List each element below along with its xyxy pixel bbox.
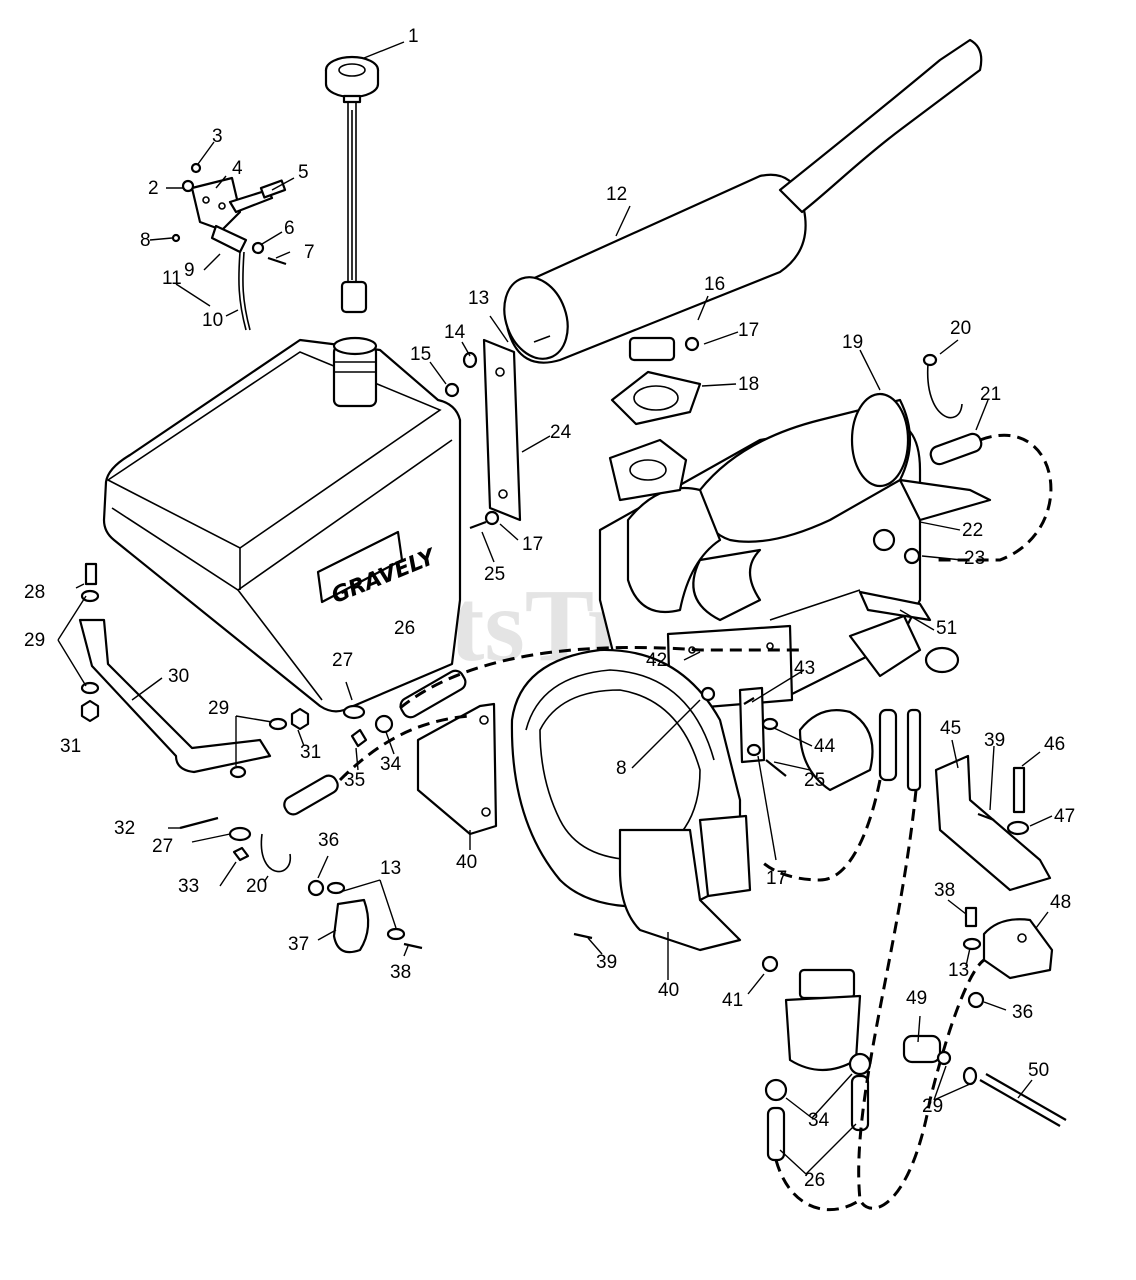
- callout-9: 9: [184, 260, 195, 281]
- callout-29-b: 29: [208, 698, 229, 719]
- callout-17-c: 17: [766, 868, 787, 889]
- callout-10: 10: [202, 310, 223, 331]
- throttle-control: [171, 162, 287, 331]
- callout-6: 6: [284, 218, 295, 239]
- callout-13: 13: [468, 288, 489, 309]
- callout-38: 38: [390, 962, 411, 983]
- callout-37: 37: [288, 934, 309, 955]
- exhaust-gasket: [610, 370, 702, 426]
- callout-4: 4: [232, 158, 243, 179]
- callout-3: 3: [212, 126, 223, 147]
- callout-33: 33: [178, 876, 199, 897]
- callout-35: 35: [344, 770, 365, 791]
- callout-19: 19: [842, 332, 863, 353]
- callout-17: 17: [738, 320, 759, 341]
- callout-20: 20: [950, 318, 971, 339]
- callout-46: 46: [1044, 734, 1065, 755]
- fuel-tank: GRAVELY: [102, 336, 462, 713]
- callout-8: 8: [140, 230, 151, 251]
- callout-36-b: 36: [1012, 1002, 1033, 1023]
- callout-49: 49: [906, 988, 927, 1009]
- callout-24: 24: [550, 422, 572, 443]
- fuel-cap-sender: [324, 55, 380, 314]
- callout-11: 11: [162, 268, 182, 289]
- callout-25-b: 25: [804, 770, 825, 791]
- callout-12: 12: [606, 184, 627, 205]
- callout-47: 47: [1054, 806, 1075, 827]
- callout-5: 5: [298, 162, 309, 183]
- callout-32: 32: [114, 818, 135, 839]
- callout-27-b: 27: [152, 836, 173, 857]
- callout-14: 14: [444, 322, 466, 343]
- callout-13-b: 13: [380, 858, 401, 879]
- part-callouts: 1 3 2 4 5 8 6 7 9 10 11 12 13 14 15 16 1…: [24, 26, 1075, 1191]
- leader-lines: [57, 41, 1053, 1175]
- hose-hook-bottom: [260, 833, 291, 873]
- hose-hook-top: [927, 363, 963, 419]
- callout-15: 15: [410, 344, 431, 365]
- callout-28: 28: [24, 582, 45, 603]
- engine-bracket-45: [934, 754, 1052, 892]
- muffler: [503, 38, 983, 364]
- callout-39: 39: [984, 730, 1005, 751]
- blower-housing: [510, 648, 752, 952]
- tank-support-30: [78, 618, 272, 774]
- callout-31: 31: [60, 736, 81, 757]
- callout-38-b: 38: [934, 880, 955, 901]
- callout-16: 16: [704, 274, 725, 295]
- fuel-lines: [338, 433, 1053, 1212]
- callout-8-b: 8: [616, 758, 627, 779]
- mount-48: [982, 918, 1054, 980]
- callout-30: 30: [168, 666, 189, 687]
- hose-clamp-37: [332, 898, 370, 954]
- callout-17-b: 17: [522, 534, 543, 555]
- callout-48: 48: [1050, 892, 1071, 913]
- callout-51: 51: [936, 618, 957, 639]
- callout-43: 43: [794, 658, 815, 679]
- muffler-bracket: [482, 338, 522, 522]
- left-mount-bracket: [416, 702, 498, 836]
- callout-34-b: 34: [808, 1110, 830, 1131]
- callout-21: 21: [980, 384, 1001, 405]
- callout-27: 27: [332, 650, 353, 671]
- callout-41: 41: [722, 990, 743, 1011]
- callout-40: 40: [456, 852, 477, 873]
- fuel-filter: [761, 955, 862, 1071]
- callout-39-b: 39: [596, 952, 617, 973]
- callout-40-b: 40: [658, 980, 679, 1001]
- callout-2: 2: [148, 178, 159, 199]
- callout-29: 29: [24, 630, 45, 651]
- callout-50: 50: [1028, 1060, 1049, 1081]
- callout-26-b: 26: [804, 1170, 825, 1191]
- callout-25: 25: [484, 564, 505, 585]
- callout-44: 44: [814, 736, 836, 757]
- callout-26: 26: [394, 618, 415, 639]
- callout-34: 34: [380, 754, 402, 775]
- callout-13-c: 13: [948, 960, 969, 981]
- callout-22: 22: [962, 520, 983, 541]
- callout-36: 36: [318, 830, 339, 851]
- callout-20-b: 20: [246, 876, 267, 897]
- callout-31-b: 31: [300, 742, 321, 763]
- hose-pieces: [283, 432, 983, 1162]
- callout-1: 1: [408, 26, 419, 47]
- callout-29-c: 29: [922, 1096, 943, 1117]
- callout-23: 23: [964, 548, 985, 569]
- callout-45: 45: [940, 718, 961, 739]
- callout-18: 18: [738, 374, 759, 395]
- callout-42: 42: [646, 650, 667, 671]
- callout-7: 7: [304, 242, 315, 263]
